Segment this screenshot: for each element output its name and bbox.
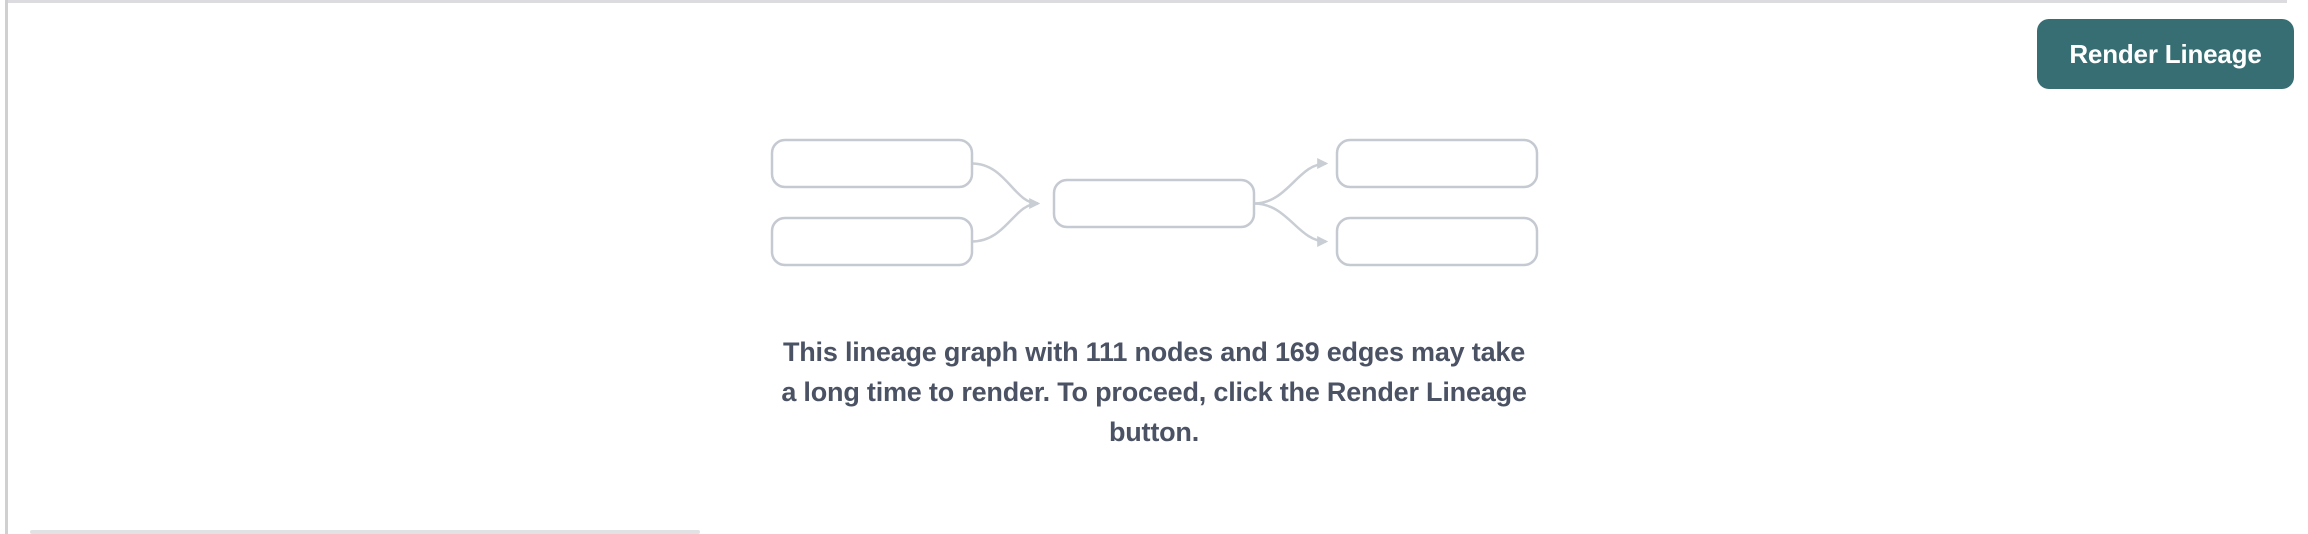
lineage-placeholder-icon xyxy=(770,138,1539,267)
lineage-placeholder-content: This lineage graph with 111 nodes and 16… xyxy=(694,133,1614,452)
placeholder-edge xyxy=(971,202,1039,243)
placeholder-node xyxy=(1335,138,1539,189)
panel-left-border xyxy=(5,0,8,534)
placeholder-edge xyxy=(971,162,1041,209)
placeholder-edge xyxy=(1253,158,1329,205)
placeholder-node xyxy=(770,138,974,189)
placeholder-node xyxy=(1052,178,1256,229)
placeholder-node xyxy=(770,216,974,267)
render-warning-line: This lineage graph with 111 nodes and 16… xyxy=(782,337,1526,367)
render-warning-line: a long time to render. To proceed, click… xyxy=(781,377,1527,407)
render-lineage-button[interactable]: Render Lineage xyxy=(2037,19,2294,89)
panel-top-border xyxy=(6,0,2287,3)
placeholder-node xyxy=(1335,216,1539,267)
render-warning-line: button. xyxy=(1108,417,1200,447)
render-warning-message: This lineage graph with 111 nodes and 16… xyxy=(694,332,1614,452)
placeholder-edge xyxy=(1253,202,1329,247)
horizontal-scrollbar-thumb[interactable] xyxy=(30,530,700,534)
